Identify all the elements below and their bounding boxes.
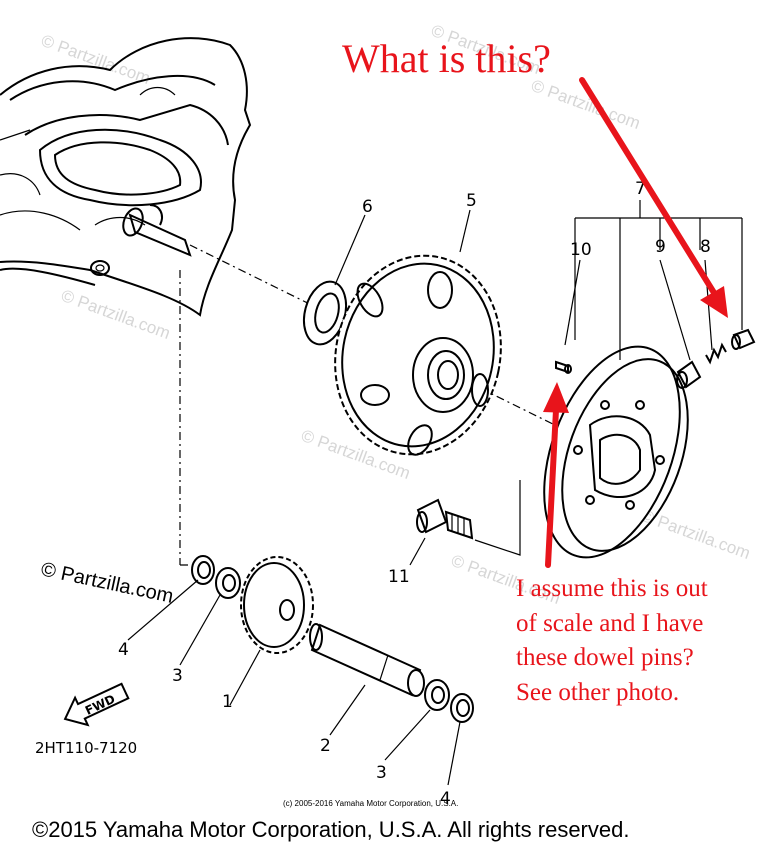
arrow-note-icon	[543, 382, 569, 568]
part-number-3-left: 3	[172, 666, 183, 686]
annotation-note: I assume this is out of scale and I have…	[516, 575, 708, 706]
part-number-1: 1	[222, 692, 233, 712]
part-number-6: 6	[362, 197, 373, 217]
leader-lines	[127, 209, 581, 786]
clutch-7	[543, 345, 689, 559]
bolt-locator	[474, 480, 521, 556]
copyright: ©2015 Yamaha Motor Corporation, U.S.A. A…	[32, 817, 629, 842]
part-number-3-right: 3	[376, 763, 387, 783]
part-number-9: 9	[655, 237, 666, 257]
bolt-11	[416, 498, 474, 540]
washer-3-right	[424, 679, 450, 711]
circlip-4-right	[450, 693, 474, 723]
engine-case	[0, 37, 252, 317]
part-number-7: 7	[635, 179, 646, 199]
small-copyright: (c) 2005-2016 Yamaha Motor Corporation, …	[283, 799, 458, 808]
watermark: © Partzilla.com	[39, 31, 153, 88]
part-number-11: 11	[388, 567, 410, 587]
plunger-9	[676, 360, 702, 389]
gear-1	[240, 556, 314, 654]
center-axis	[189, 244, 566, 431]
bracket-7	[574, 200, 743, 361]
part-number-2: 2	[320, 736, 331, 756]
annotation-question: What is this?	[342, 36, 551, 81]
watermark: © Partzilla.com	[59, 286, 173, 343]
fwd-arrow-icon: FWD	[63, 682, 130, 727]
part-number-4-right: 4	[440, 789, 451, 809]
part-number-5: 5	[466, 191, 477, 211]
annotation-note-line: See other photo.	[516, 679, 679, 706]
part-number-10: 10	[570, 240, 592, 260]
part-number-8: 8	[700, 237, 711, 257]
spring-8	[705, 328, 756, 365]
partzilla-label: © Partzilla.com	[39, 558, 175, 608]
annotation-note-line: of scale and I have	[516, 610, 703, 637]
part-number-4-left: 4	[118, 640, 129, 660]
dowel-pin-10	[555, 360, 572, 374]
shaft-2	[309, 623, 425, 697]
annotation-note-line: I assume this is out	[516, 575, 708, 602]
washer-3-left	[215, 567, 241, 599]
diagram-code: 2HT110-7120	[35, 739, 137, 757]
annotation-note-line: these dowel pins?	[516, 644, 694, 671]
circlip-4-left	[191, 555, 215, 585]
arrow-question-icon	[579, 77, 728, 318]
gear-5	[334, 254, 502, 456]
